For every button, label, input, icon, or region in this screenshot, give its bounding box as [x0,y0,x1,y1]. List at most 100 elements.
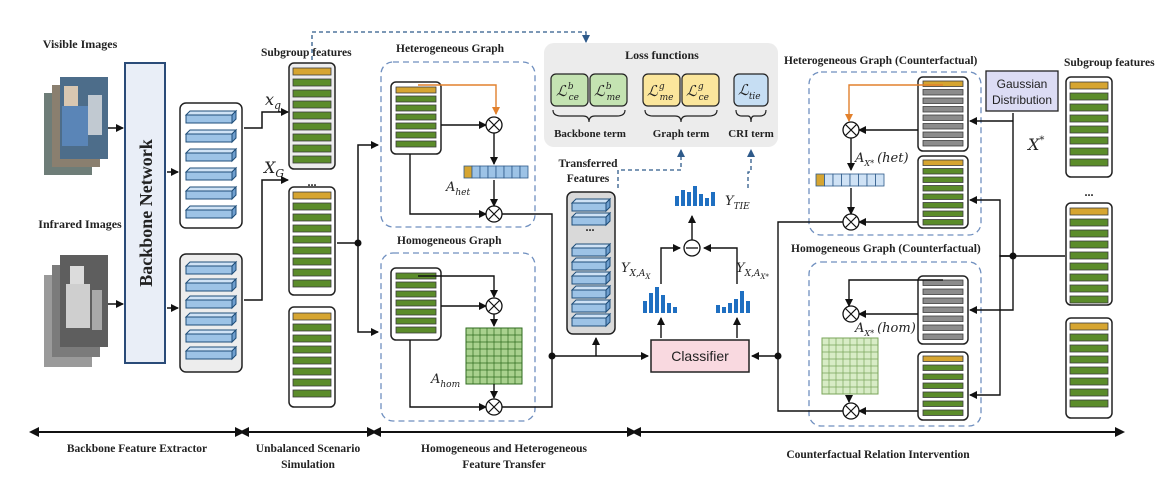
gaussian-label-2: Distribution [992,93,1052,107]
histogram-bar [649,293,653,313]
node-stripe [922,140,964,147]
feature-slab-side [231,185,237,201]
vector-cell [479,165,489,179]
feature-slab [571,247,607,257]
hetero-cf-query-arrow [845,84,943,122]
node-stripe [395,131,437,139]
vector-cell [858,173,868,187]
node-stripe [292,202,332,211]
query-stripe [1069,81,1109,90]
node-stripe [1069,114,1109,123]
feature-slab [185,114,233,124]
node-stripe [292,246,332,255]
histogram-bar [746,301,750,313]
node-stripe [1069,229,1109,238]
subgroup-features-left-label: Subgroup features [261,47,352,59]
node-stripe [922,210,964,217]
node-stripe [395,290,437,298]
feature-slab-side [231,147,237,163]
histogram-y-xaxs [716,291,750,313]
histogram-y-tie [675,186,715,206]
xq-label: xq [265,90,281,112]
feature-slab-top [570,313,612,319]
node-stripe [1069,103,1109,112]
y-xaxs-to-minus [703,244,738,284]
feature-slab [571,275,607,285]
node-stripe [395,140,437,148]
feature-slab-top [184,167,238,173]
vector-cell [511,165,521,179]
node-stripe [292,133,332,142]
node-stripe [922,202,964,209]
classifier-block [650,339,750,373]
vector-cell [463,165,473,179]
node-stripe [922,364,964,371]
visible-feature-stack [179,102,243,229]
feature-slab [185,350,233,360]
node-stripe [922,193,964,200]
node-stripe [922,89,964,96]
feature-slab-side [231,260,237,276]
node-stripe [922,324,964,331]
node-stripe [922,400,964,407]
a-xstar-hom-label: AX*(hom) [854,321,916,338]
node-stripe [1069,262,1109,271]
transferred-feature-stack [566,191,616,335]
homo-cf-mult-2 [842,402,860,420]
node-stripe [922,176,964,183]
xstar-to-homo-cf-green [969,255,1013,399]
node-stripe [292,144,332,153]
histogram-bar [681,190,685,206]
node-stripe [922,114,964,121]
stage-backbone-label: Backbone Feature Extractor [67,443,207,455]
hetero-mult-1 [485,116,503,134]
feature-slab-side [231,166,237,182]
y-xaxs-label: YX,AX* [736,261,769,281]
histogram-bar [711,192,715,206]
node-stripe [395,326,437,334]
dashed-ytie-to-loss [747,149,755,188]
feature-slab-side [605,242,611,258]
feature-slab-top [184,129,238,135]
stage-transfer-label-1: Homogeneous and Heterogeneous [421,443,587,455]
node-stripe [1069,295,1109,304]
histogram-bar [740,291,744,313]
feature-slab [571,303,607,313]
homo-graph-frame [380,252,536,422]
hetero-output-line [502,213,553,356]
feature-slab-side [231,109,237,125]
query-stripe [922,159,964,166]
vector-cell [487,165,497,179]
node-stripe [1069,366,1109,375]
transferred-label-1: Transferred [559,158,619,170]
feature-slab-side [231,204,237,220]
a-het-vector [463,165,529,179]
cri-term-label: CRI term [728,128,774,140]
arrow-to-hetero-graph [357,141,379,243]
vector-cell [875,173,885,187]
feature-slab-top [184,186,238,192]
homo-cf-top-arrow [845,279,943,307]
feature-slab-side [605,197,611,213]
feature-slab-side [231,277,237,293]
feature-slab-side [231,345,237,361]
vector-cell [824,173,834,187]
node-stripe [292,389,332,398]
loss-l-tie: ℒtie [738,81,761,102]
xstar-to-homo-cf [969,256,1014,314]
query-stripe [922,355,964,362]
node-stripe [922,279,964,286]
vector-cell [841,173,851,187]
hetero-nodes-to-mult2 [409,154,487,218]
hetero-graph-title: Heterogeneous Graph [396,43,505,55]
histogram-bar [667,303,671,313]
histogram-bar [728,303,732,313]
classifier-label: Classifier [671,348,729,364]
query-stripe [1069,207,1109,216]
node-stripe [292,279,332,288]
homo-output-line [502,356,553,408]
node-stripe [922,219,964,226]
arrow-visible-to-xq [244,108,289,129]
